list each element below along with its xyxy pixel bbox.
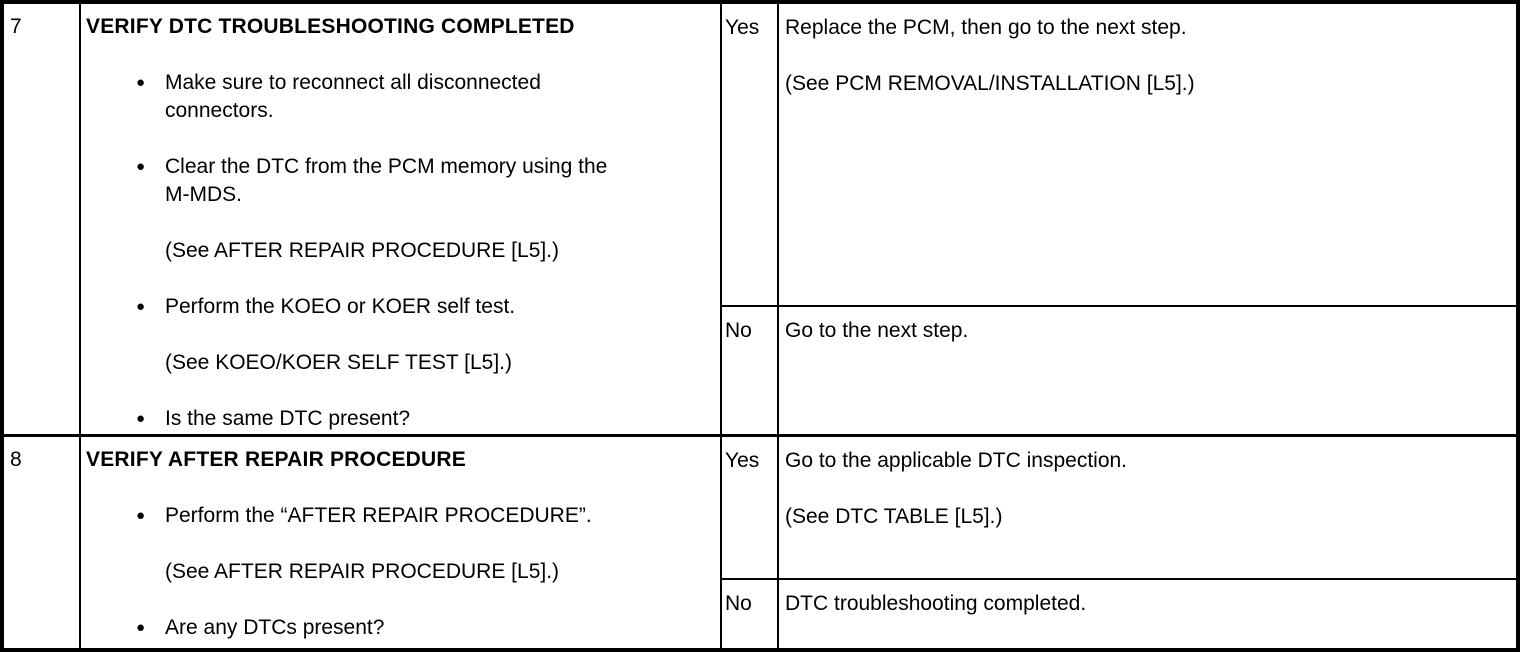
list-item-text: (See KOEO/KOER SELF TEST [L5].) — [165, 351, 513, 374]
table-row-step-7: 7 VERIFY DTC TROUBLESHOOTING COMPLETED ●… — [4, 4, 1516, 437]
list-item-text: Perform the KOEO or KOER self test. — [165, 295, 516, 318]
result-text: Go to the next step. — [779, 307, 1516, 434]
action-cell: VERIFY DTC TROUBLESHOOTING COMPLETED ● M… — [81, 4, 722, 434]
step-number: 7 — [4, 4, 81, 434]
outcomes: Yes Replace the PCM, then go to the next… — [722, 4, 1516, 434]
bullet-icon: ● — [136, 74, 146, 91]
answer-label: Yes — [722, 4, 779, 305]
answer-label: No — [722, 580, 779, 648]
list-item-text: Are any DTCs present? — [165, 616, 385, 639]
list-item-text: Is the same DTC present? — [165, 407, 411, 430]
answer-label: Yes — [722, 437, 779, 578]
action-title: VERIFY DTC TROUBLESHOOTING COMPLETED — [86, 15, 575, 38]
action-cell: VERIFY AFTER REPAIR PROCEDURE ● Perform … — [81, 437, 722, 648]
list-item-text: Make sure to reconnect all disconnected … — [165, 71, 541, 122]
list-item: ● Make sure to reconnect all disconnecte… — [86, 69, 720, 125]
result-text: Go to the applicable DTC inspection. (Se… — [779, 437, 1516, 578]
see-reference-note: (See KOEO/KOER SELF TEST [L5].) — [86, 349, 720, 377]
see-reference-note: (See AFTER REPAIR PROCEDURE [L5].) — [86, 237, 720, 265]
result-text: DTC troubleshooting completed. — [779, 580, 1516, 648]
list-item: ● Is the same DTC present? — [86, 405, 720, 433]
outcomes: Yes Go to the applicable DTC inspection.… — [722, 437, 1516, 648]
bullet-icon: ● — [136, 298, 146, 315]
outcome-yes: Yes Replace the PCM, then go to the next… — [722, 4, 1516, 307]
bullet-icon: ● — [136, 507, 146, 524]
list-item: ● Perform the KOEO or KOER self test. — [86, 293, 720, 321]
result-text: Replace the PCM, then go to the next ste… — [779, 4, 1516, 305]
list-item-text: Perform the “AFTER REPAIR PROCEDURE”. — [165, 504, 592, 527]
list-item: ● Clear the DTC from the PCM memory usin… — [86, 153, 720, 209]
list-item-text: (See AFTER REPAIR PROCEDURE [L5].) — [165, 239, 560, 262]
action-title: VERIFY AFTER REPAIR PROCEDURE — [86, 448, 466, 471]
table-row-step-8: 8 VERIFY AFTER REPAIR PROCEDURE ● Perfor… — [4, 437, 1516, 648]
list-item: ● Perform the “AFTER REPAIR PROCEDURE”. — [86, 502, 720, 530]
outcome-yes: Yes Go to the applicable DTC inspection.… — [722, 437, 1516, 580]
bullet-icon: ● — [136, 619, 146, 636]
list-item-text: Clear the DTC from the PCM memory using … — [165, 155, 608, 206]
list-item: ● Are any DTCs present? — [86, 614, 720, 642]
bullet-icon: ● — [136, 158, 146, 175]
outcome-no: No DTC troubleshooting completed. — [722, 580, 1516, 648]
step-number: 8 — [4, 437, 81, 648]
outcome-no: No Go to the next step. — [722, 307, 1516, 434]
see-reference-note: (See AFTER REPAIR PROCEDURE [L5].) — [86, 558, 720, 586]
answer-label: No — [722, 307, 779, 434]
bullet-icon: ● — [136, 410, 146, 427]
list-item-text: (See AFTER REPAIR PROCEDURE [L5].) — [165, 560, 560, 583]
